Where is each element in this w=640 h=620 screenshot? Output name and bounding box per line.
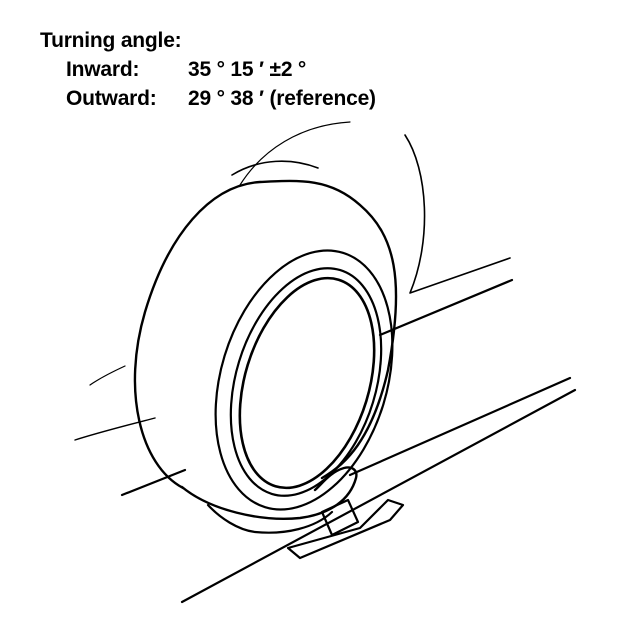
turning-radius-gauge (180, 466, 405, 560)
outward-value: 29 ° 38 ′ (reference) (188, 87, 376, 110)
gauge-plate-base (206, 503, 334, 534)
inward-label: Inward: (66, 58, 140, 81)
tire-shadow-line (74, 417, 156, 441)
turning-angle-spec: Turning angle: Inward: 35 ° 15 ′ ±2 ° Ou… (40, 26, 376, 113)
car-body (89, 121, 514, 386)
body-line-left (89, 365, 126, 386)
floor (120, 376, 577, 604)
gauge-plate (180, 466, 358, 520)
floor-line-upper (348, 376, 572, 477)
fender-edge (404, 134, 511, 294)
floor-line-left (120, 468, 187, 497)
spec-title: Turning angle: (40, 29, 182, 52)
inward-value: 35 ° 15 ′ ±2 ° (188, 58, 307, 81)
fender-arc (239, 121, 351, 186)
gauge-pointer-block (320, 498, 360, 537)
inward-row: Inward: 35 ° 15 ′ ±2 ° (40, 55, 376, 84)
rim-outer (229, 267, 383, 497)
sill-line (378, 278, 514, 337)
tire-outer-outline (133, 179, 398, 490)
outward-row: Outward: 29 ° 38 ′ (reference) (40, 84, 376, 113)
rim-inner (238, 276, 376, 490)
tire (74, 160, 398, 511)
outward-label: Outward: (66, 87, 157, 110)
floor-line-lower (180, 388, 577, 604)
tire-sidewall (214, 249, 394, 511)
tire-tread-top (231, 160, 319, 176)
gauge-pointer-arm (286, 498, 405, 560)
